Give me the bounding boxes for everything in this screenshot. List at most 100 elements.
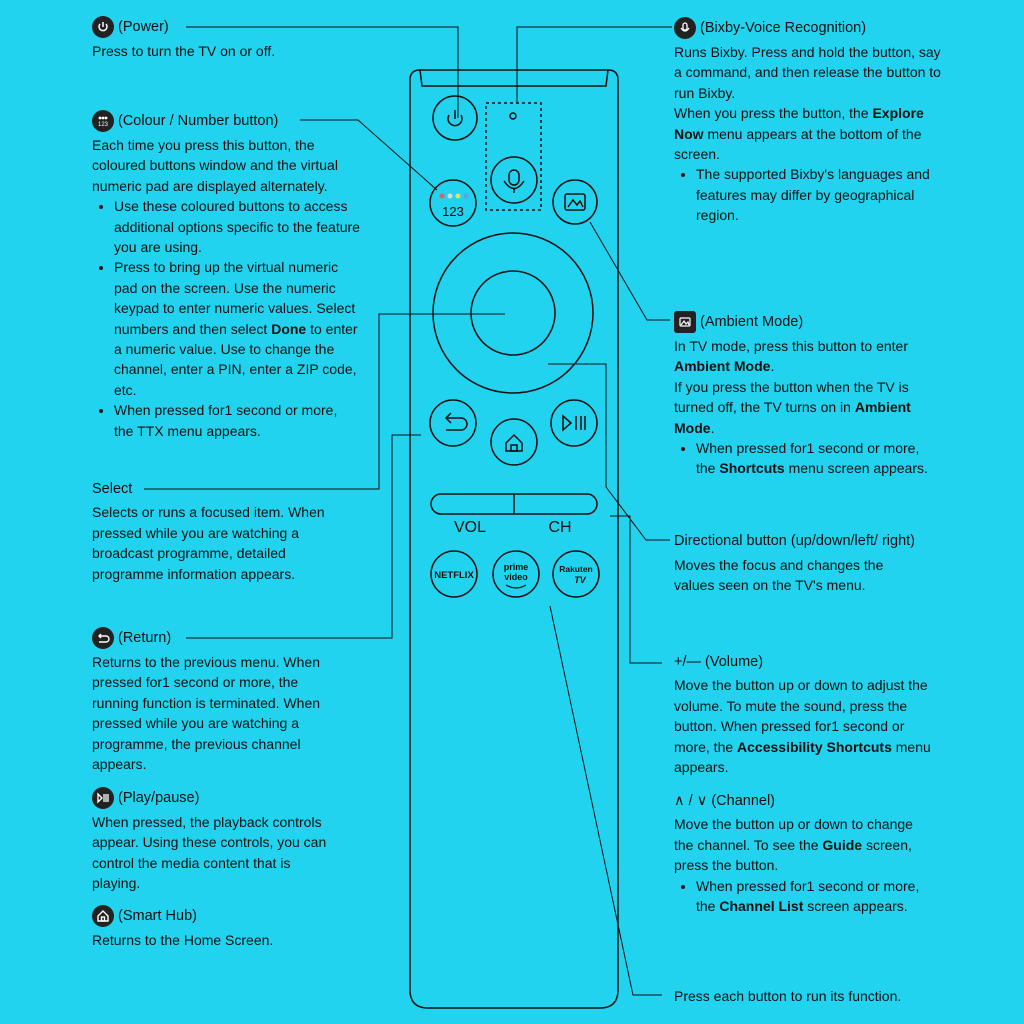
volume-desc: Move the button up or down to adjust the… (674, 677, 931, 776)
play-title: (Play/pause) (118, 789, 200, 806)
leader-power (186, 26, 459, 118)
mic-icon (674, 17, 696, 39)
ambient-desc-2: If you press the button when the TV is t… (674, 378, 911, 436)
remote-body (409, 69, 619, 1009)
return-icon (446, 417, 468, 431)
prime-logo-line2: video (504, 572, 528, 582)
power-section: (Power) Press to turn the TV on or off. (92, 16, 382, 61)
colour-dot (455, 193, 461, 199)
select-title: Select (92, 481, 133, 497)
bixby-bullets: The supported Bixby's languages and feat… (674, 164, 944, 225)
bixby-title-row: (Bixby-Voice Recognition) (674, 17, 944, 39)
leader-colour (300, 119, 438, 191)
directional-title: Directional button (up/down/left/ right) (674, 533, 915, 549)
colour-dot (447, 193, 453, 199)
remote-netflix-button (430, 550, 478, 598)
colour-number-icon: 123 (92, 110, 114, 132)
bixby-desc: Runs Bixby. Press and hold the button, s… (674, 44, 941, 101)
ambient-icon (674, 311, 696, 333)
ambient-title-row: (Ambient Mode) (674, 311, 934, 333)
mic-icon (508, 169, 520, 186)
leader-return (186, 434, 421, 639)
play-pause-icon (92, 787, 114, 809)
channel-bullets: When pressed for1 second or more, the Ch… (674, 876, 934, 917)
volume-title: +/— (Volume) (674, 654, 764, 670)
smarthub-desc: Returns to the Home Screen. (92, 932, 274, 948)
channel-section: ∧ / ∨ (Channel) Move the button up or do… (674, 791, 934, 916)
power-title-row: (Power) (92, 16, 382, 38)
leader-bixby (516, 26, 672, 103)
play-title-row: (Play/pause) (92, 787, 337, 809)
return-desc: Returns to the previous menu. When press… (92, 654, 321, 773)
leader-directional (548, 363, 670, 541)
leader-footer (549, 605, 662, 996)
leader-ambient (589, 221, 670, 321)
leader-volume (610, 515, 662, 664)
bixby-section: (Bixby-Voice Recognition) Runs Bixby. Pr… (674, 17, 944, 226)
select-desc: Selects or runs a focused item. When pre… (92, 504, 325, 582)
play-pause-icon (562, 414, 573, 432)
return-section: (Return) Returns to the previous menu. W… (92, 627, 342, 774)
channel-title: ∧ / ∨ (Channel) (674, 793, 776, 809)
play-desc: When pressed, the playback controls appe… (92, 814, 327, 892)
ambient-section: (Ambient Mode) In TV mode, press this bu… (674, 311, 934, 479)
remote-rakuten-button (552, 550, 600, 598)
ambient-desc-1: In TV mode, press this button to enter A… (674, 338, 908, 375)
remote-power-button (432, 95, 478, 141)
colour-section: 123 (Colour / Number button) Each time y… (92, 110, 360, 441)
directional-section: Directional button (up/down/left/ right)… (674, 530, 924, 596)
remote-prime-button (492, 550, 540, 598)
list-item: Press to bring up the virtual numeric pa… (114, 257, 360, 400)
volume-section: +/— (Volume) Move the button up or down … (674, 652, 939, 777)
rakuten-logo-line1: Rakuten (559, 564, 593, 574)
bixby-title: (Bixby-Voice Recognition) (700, 19, 867, 36)
return-title: (Return) (118, 629, 172, 646)
remote-play-button (550, 399, 598, 447)
channel-desc: Move the button up or down to change the… (674, 816, 913, 874)
remote-bixby-button (490, 156, 538, 204)
colour-dot (439, 193, 445, 199)
bixby-desc-2: When you press the button, the Explore N… (674, 105, 924, 163)
smarthub-title-row: (Smart Hub) (92, 905, 352, 927)
remote-vol-label: VOL (454, 519, 486, 536)
select-section: Select Selects or runs a focused item. W… (92, 479, 342, 584)
ambient-icon (564, 193, 586, 211)
remote-mic-hole (509, 112, 517, 120)
home-icon (505, 433, 523, 452)
remote-ch-label: CH (548, 519, 571, 536)
leader-select (144, 313, 505, 490)
remote-colour-text: 123 (442, 204, 464, 219)
ambient-bullets: When pressed for1 second or more, the Sh… (674, 438, 934, 479)
power-desc: Press to turn the TV on or off. (92, 43, 276, 59)
footer-text: Press each button to run its function. (674, 988, 902, 1004)
remote-home-button (490, 418, 538, 466)
remote-ambient-button (552, 179, 598, 225)
remote-mic-box (485, 102, 542, 211)
remote-colour-button (429, 179, 477, 227)
colour-title-row: 123 (Colour / Number button) (92, 110, 360, 132)
colour-desc: Each time you press this button, the col… (92, 137, 338, 194)
prime-smile (505, 584, 527, 589)
ambient-title: (Ambient Mode) (700, 313, 804, 330)
power-icon (92, 16, 114, 38)
remote-return-button (429, 399, 477, 447)
power-title: (Power) (118, 18, 169, 35)
colour-bullets: Use these coloured buttons to access add… (92, 196, 360, 441)
prime-logo-line1: prime (504, 562, 529, 572)
return-title-row: (Return) (92, 627, 342, 649)
remote-directional-ring (432, 232, 594, 394)
list-item: When pressed for1 second or more, the Ch… (696, 876, 934, 917)
play-section: (Play/pause) When pressed, the playback … (92, 787, 337, 894)
list-item: Use these coloured buttons to access add… (114, 196, 360, 257)
list-item: When pressed for1 second or more, the TT… (114, 400, 360, 441)
colour-title: (Colour / Number button) (118, 112, 279, 129)
rakuten-logo-line2: TV (574, 575, 586, 585)
remote-select-button (470, 270, 556, 356)
return-icon (92, 627, 114, 649)
power-icon (447, 114, 463, 127)
list-item: The supported Bixby's languages and feat… (696, 164, 944, 225)
list-item: When pressed for1 second or more, the Sh… (696, 438, 934, 479)
remote-top-bevel (419, 69, 609, 87)
smarthub-section: (Smart Hub) Returns to the Home Screen. (92, 905, 352, 950)
